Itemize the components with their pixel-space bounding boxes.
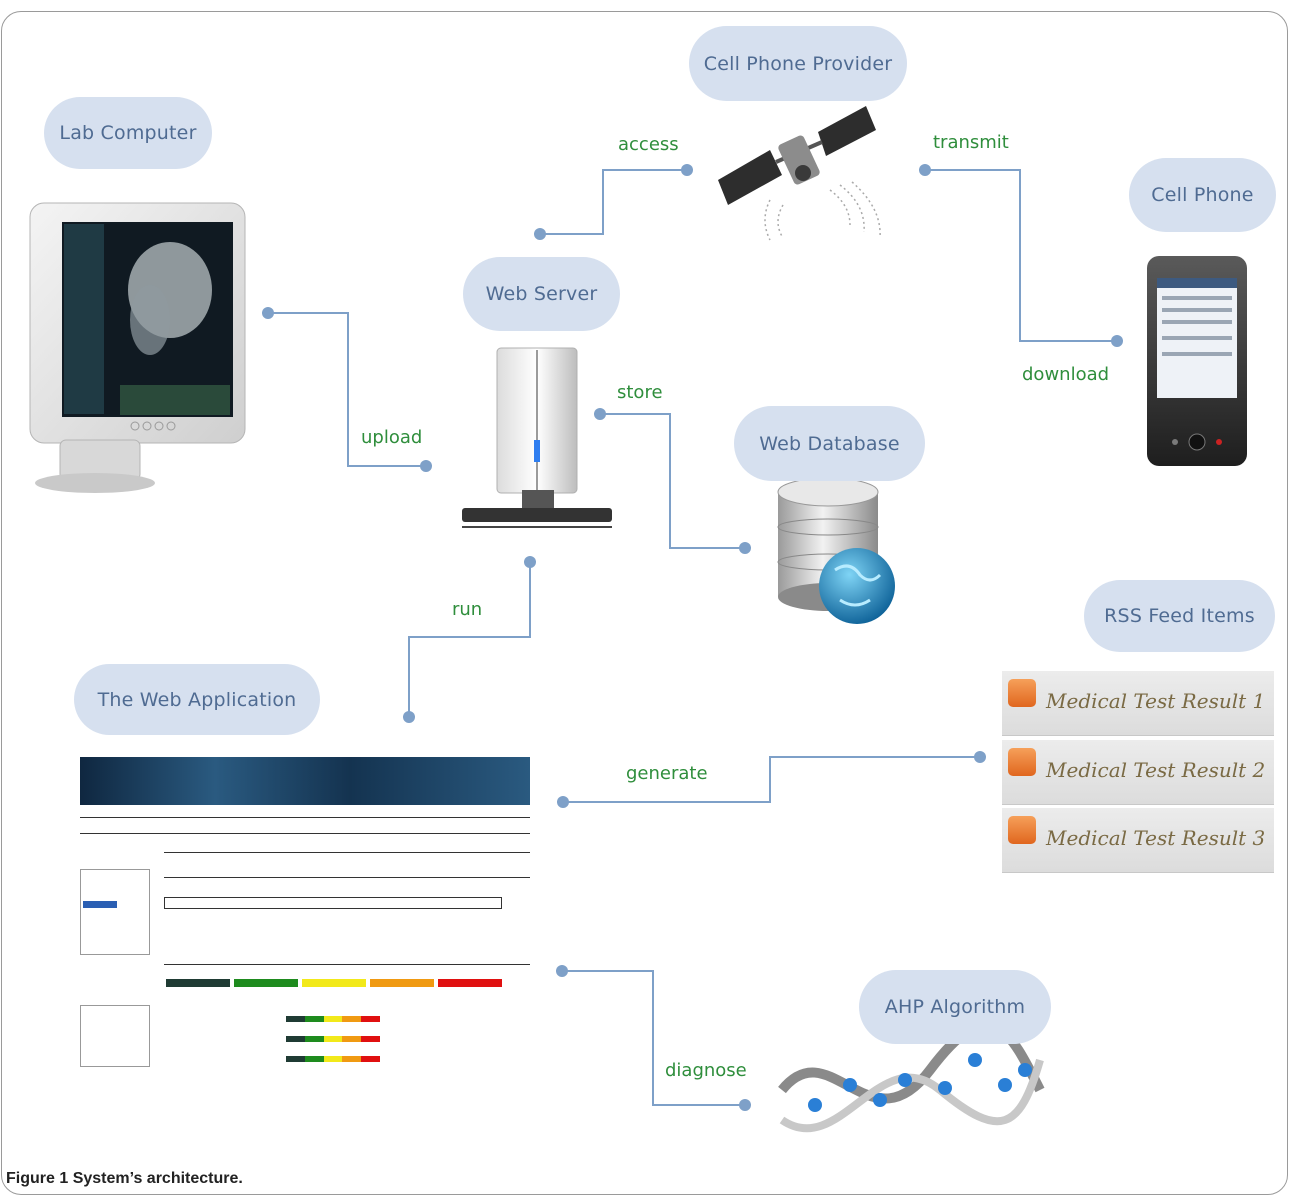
rss-icon [1008,816,1036,844]
rss-item-1: Medical Test Result 1 [1002,671,1274,736]
lab-computer-icon [29,202,246,493]
edge-label-generate: generate [626,763,708,784]
edge-label-store: store [617,382,663,403]
rss-item-label: Medical Test Result 1 [1046,689,1266,713]
edge-label-diagnose: diagnose [665,1060,747,1081]
web-database-icon [777,477,895,624]
figure-caption-label: Figure 1 [6,1170,69,1187]
cell-phone-icon [1147,256,1247,466]
figure-frame [1,11,1288,1195]
edge-label-download: download [1022,364,1110,385]
node-lab-computer: Lab Computer [44,97,212,169]
rss-icon [1008,679,1036,707]
rss-item-2: Medical Test Result 2 [1002,740,1274,805]
web-application-screenshot [80,757,530,1067]
webapp-importance-legend [166,979,502,987]
satellite-icon [718,106,881,241]
figure-caption: Figure 1 System’s architecture. [6,1170,243,1188]
edge-label-access: access [618,134,679,155]
rss-item-label: Medical Test Result 2 [1046,758,1266,782]
edge-label-transmit: transmit [933,132,1009,153]
webapp-listbox [80,869,150,955]
connector-dots [262,164,1123,1111]
node-web-application: The Web Application [74,664,320,735]
rss-item-label: Medical Test Result 3 [1046,826,1266,850]
web-server-icon [462,347,612,528]
edge-label-upload: upload [361,427,423,448]
webapp-rating-bar-3 [286,1056,380,1062]
node-ahp-algorithm: AHP Algorithm [859,970,1051,1044]
webapp-banner [80,757,530,805]
edge-label-run: run [452,599,483,620]
node-rss-feed-items: RSS Feed Items [1084,580,1275,652]
rss-icon [1008,748,1036,776]
connector-lines [268,169,1117,1106]
node-cell-phone: Cell Phone [1129,158,1276,232]
node-web-database: Web Database [734,406,925,481]
rss-item-3: Medical Test Result 3 [1002,808,1274,873]
node-web-server: Web Server [463,257,620,331]
webapp-rating-bar-1 [286,1016,380,1022]
webapp-rating-bar-2 [286,1036,380,1042]
node-cell-phone-provider: Cell Phone Provider [689,26,907,101]
figure-caption-text: System’s architecture. [72,1170,243,1187]
